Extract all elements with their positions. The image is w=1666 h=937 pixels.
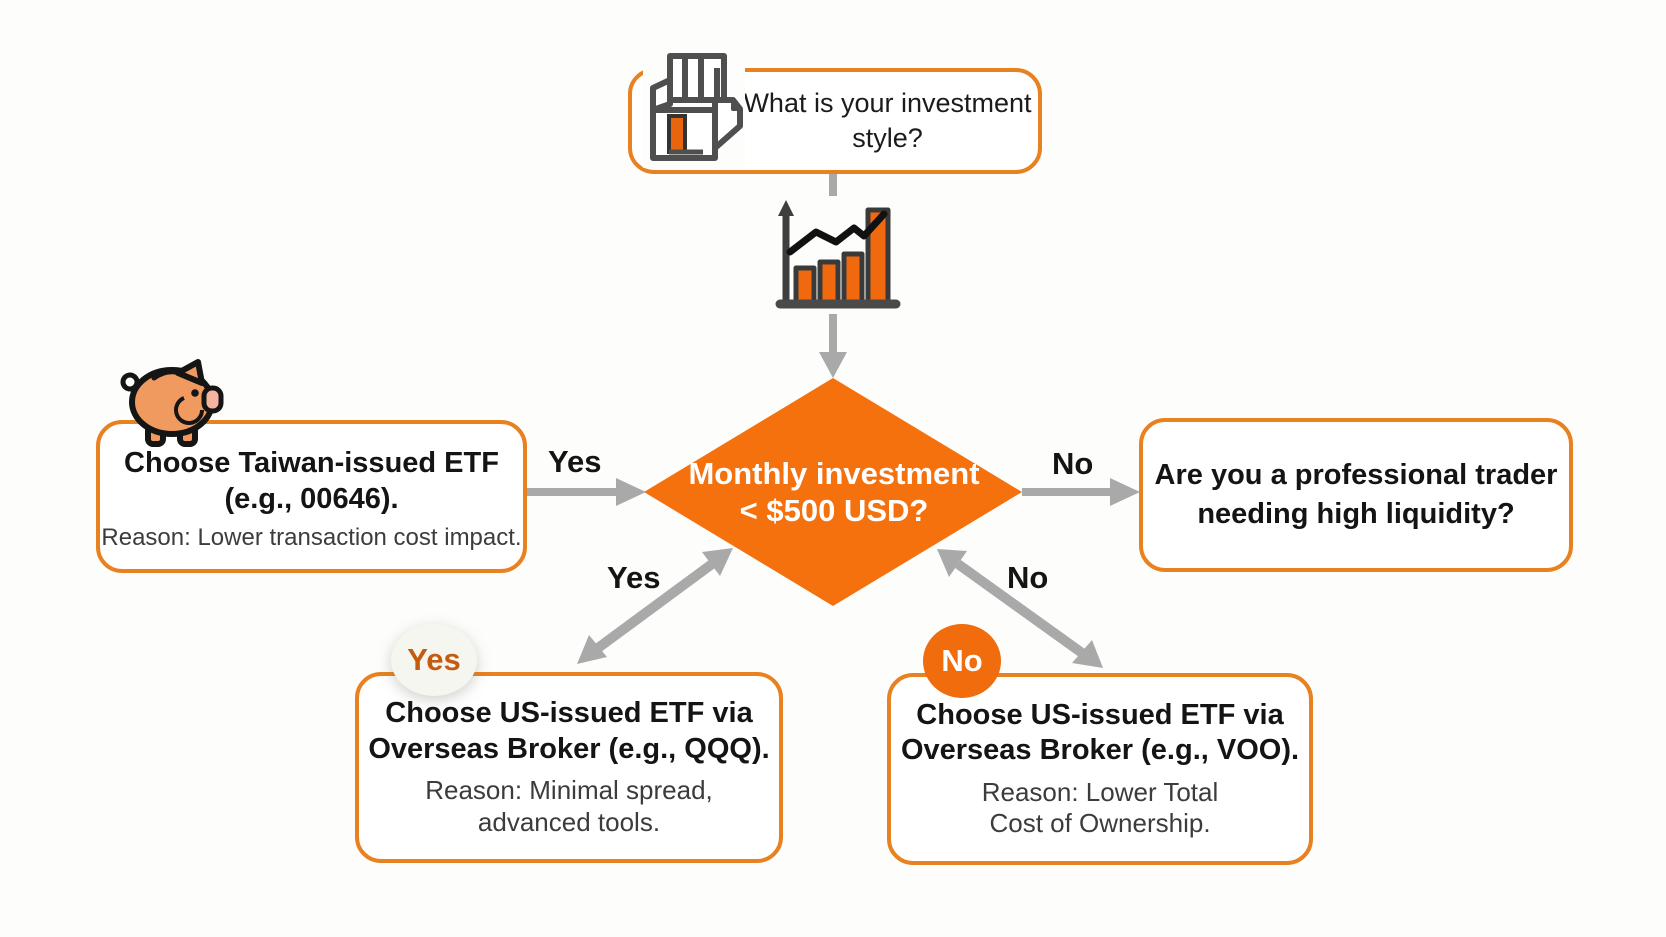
taiwan-reason: Reason: Lower transaction cost impact. bbox=[101, 523, 522, 551]
node-taiwan-etf: Choose Taiwan-issued ETF (e.g., 00646). … bbox=[96, 420, 527, 573]
professional-line1: Are you a professional trader bbox=[1154, 458, 1558, 491]
node-decision-text: Monthly investment < $500 USD? bbox=[659, 438, 1009, 548]
taiwan-title-line1: Choose Taiwan-issued ETF bbox=[124, 447, 499, 480]
bar-chart-icon bbox=[772, 196, 902, 314]
node-professional-trader: Are you a professional trader needing hi… bbox=[1139, 418, 1573, 572]
report-icon bbox=[643, 50, 745, 168]
node-us-etf-voo: Choose US-issued ETF via Overseas Broker… bbox=[887, 673, 1313, 865]
qqq-reason-line1: Reason: Minimal spread, bbox=[425, 775, 713, 806]
piggy-bank-icon bbox=[118, 352, 224, 450]
edge-label-yes-horizontal: Yes bbox=[548, 444, 602, 479]
taiwan-title-line2: (e.g., 00646). bbox=[224, 482, 399, 515]
voo-title-line1: Choose US-issued ETF via bbox=[916, 698, 1284, 731]
decision-line1: Monthly investment bbox=[688, 456, 980, 492]
voo-reason-line1: Reason: Lower Total bbox=[981, 776, 1219, 807]
start-text-line2: style? bbox=[852, 123, 923, 153]
decision-diamond-shape bbox=[644, 378, 1022, 606]
decision-line2: < $500 USD? bbox=[739, 493, 929, 528]
edge-label-no-horizontal: No bbox=[1052, 446, 1094, 481]
qqq-title-line2: Overseas Broker (e.g., QQQ). bbox=[368, 732, 770, 765]
qqq-reason-line2: advanced tools. bbox=[477, 806, 661, 837]
arrow-no-diagonal bbox=[937, 549, 1103, 668]
edge-label-yes-diagonal: Yes bbox=[607, 560, 661, 595]
arrow-yes-diagonal bbox=[577, 548, 733, 664]
node-us-etf-qqq: Choose US-issued ETF via Overseas Broker… bbox=[355, 672, 783, 863]
arrow-yes-horizontal bbox=[527, 478, 646, 506]
arrow-no-horizontal bbox=[1022, 478, 1140, 506]
voo-reason-line2: Cost of Ownership. bbox=[989, 808, 1211, 839]
yes-badge: Yes bbox=[391, 624, 477, 696]
start-text-line1: What is your investment bbox=[743, 87, 1032, 118]
voo-title-line2: Overseas Broker (e.g., VOO). bbox=[900, 734, 1300, 767]
professional-line2: needing high liquidity? bbox=[1197, 498, 1515, 530]
edge-label-no-diagonal: No bbox=[1007, 560, 1049, 595]
qqq-title-line1: Choose US-issued ETF via bbox=[385, 697, 753, 730]
no-badge: No bbox=[923, 624, 1001, 698]
